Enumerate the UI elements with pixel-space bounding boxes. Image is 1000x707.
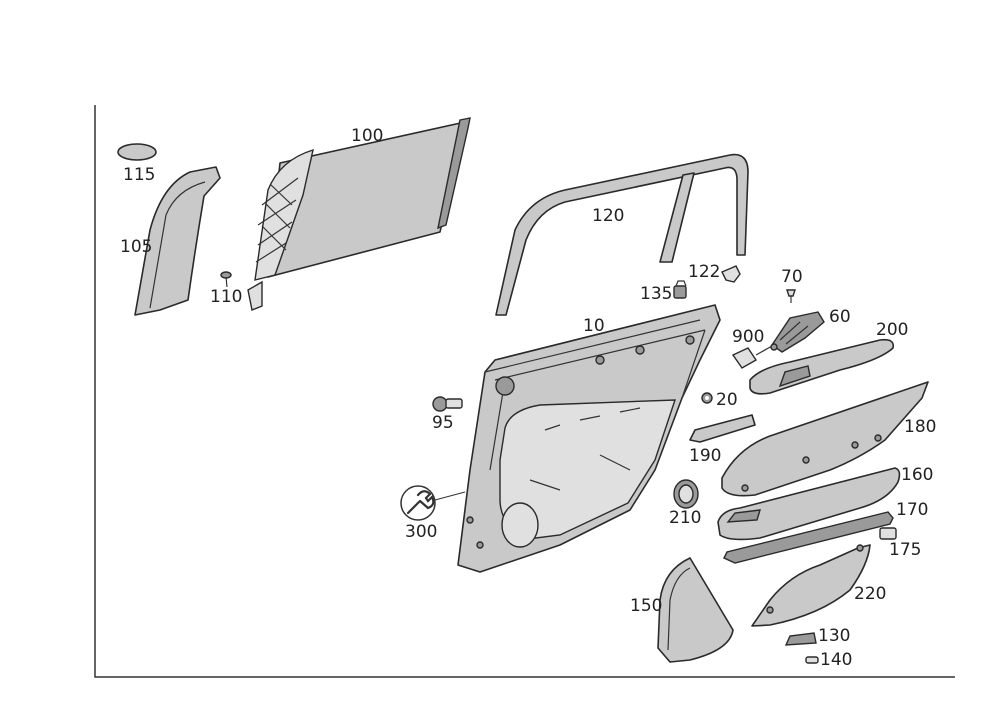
part-100-sunblind[interactable]: [247, 117, 471, 311]
part-220-map-pocket[interactable]: [751, 544, 871, 627]
part-190-strip[interactable]: [689, 414, 756, 443]
diagram-frame: [94, 105, 955, 678]
label-115: 115: [123, 165, 155, 185]
part-130-light[interactable]: [784, 632, 817, 646]
label-160: 160: [901, 465, 933, 485]
label-130: 130: [818, 626, 850, 646]
label-200: 200: [876, 320, 908, 340]
label-110: 110: [210, 287, 242, 307]
label-20: 20: [716, 390, 738, 410]
label-190: 190: [689, 446, 721, 466]
part-900-sensor[interactable]: [731, 343, 778, 369]
part-140-bulb[interactable]: [805, 656, 819, 664]
part-200-handle-trim[interactable]: [749, 338, 895, 395]
label-150: 150: [630, 596, 662, 616]
part-20-clip[interactable]: [701, 392, 713, 404]
label-175: 175: [889, 540, 921, 560]
wrench-icon[interactable]: [400, 485, 466, 521]
label-95: 95: [432, 413, 454, 433]
label-105: 105: [120, 237, 152, 257]
part-175-switch[interactable]: [879, 527, 897, 540]
label-70: 70: [781, 267, 803, 287]
part-10-door-carrier[interactable]: [457, 304, 721, 573]
label-140: 140: [820, 650, 852, 670]
label-210: 210: [669, 508, 701, 528]
part-115-pad[interactable]: [117, 143, 157, 161]
part-110-clip[interactable]: [220, 271, 232, 288]
part-135-nut[interactable]: [673, 280, 687, 299]
part-170-trim-strip[interactable]: [723, 511, 894, 564]
label-100: 100: [351, 126, 383, 146]
part-160-armrest[interactable]: [717, 467, 901, 541]
label-60: 60: [829, 307, 851, 327]
part-70-screw[interactable]: [786, 289, 796, 303]
label-900: 900: [732, 327, 764, 347]
part-120-window-seal[interactable]: [495, 153, 749, 316]
part-122-clip[interactable]: [721, 265, 741, 283]
label-120: 120: [592, 206, 624, 226]
part-60-handle-mechanism[interactable]: [771, 311, 825, 353]
part-95-bolt[interactable]: [432, 396, 463, 412]
label-220: 220: [854, 584, 886, 604]
part-180-door-panel[interactable]: [721, 381, 929, 497]
label-122: 122: [688, 262, 720, 282]
part-150-lower-pocket[interactable]: [657, 557, 734, 663]
part-210-speaker-grille[interactable]: [673, 479, 699, 509]
label-170: 170: [896, 500, 928, 520]
part-105-pillar-trim[interactable]: [134, 166, 221, 316]
label-10: 10: [583, 316, 605, 336]
label-135: 135: [640, 284, 672, 304]
label-180: 180: [904, 417, 936, 437]
label-300: 300: [405, 522, 437, 542]
